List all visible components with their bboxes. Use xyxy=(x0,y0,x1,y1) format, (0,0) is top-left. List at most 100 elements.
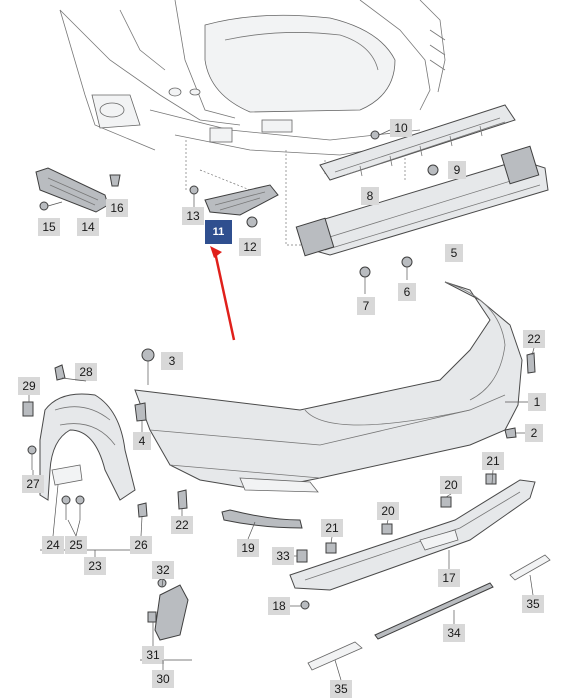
callout-label-25: 25 xyxy=(69,538,83,552)
part-7-bolt xyxy=(359,266,371,294)
part-24-liner-trim xyxy=(51,464,83,486)
callout-label-30: 30 xyxy=(156,672,170,686)
callout-label-9: 9 xyxy=(454,163,461,177)
part-25-screws xyxy=(61,495,85,520)
callout-box-29 xyxy=(18,377,40,395)
callout-box-1 xyxy=(528,393,546,411)
part-16-clip xyxy=(109,174,121,187)
part-17-lower-spoiler xyxy=(289,479,536,591)
callout-label-14: 14 xyxy=(81,220,95,234)
part-31-mudflap xyxy=(154,584,189,641)
highlight-part-11: 11 xyxy=(205,220,236,341)
part-13-screw xyxy=(189,185,199,208)
callout-box-31 xyxy=(142,646,164,664)
callout-label-24: 24 xyxy=(46,538,60,552)
callout-labels: 10 9 8 16 15 14 13 12 5 6 7 3 28 xyxy=(18,119,546,698)
callout-box-30 xyxy=(152,670,174,688)
part-9-nut xyxy=(427,164,439,176)
callout-box-17 xyxy=(438,569,460,587)
callout-box-23 xyxy=(84,557,106,575)
callout-box-21b xyxy=(321,519,343,537)
callout-label-35b: 35 xyxy=(334,682,348,696)
callout-label-22a: 22 xyxy=(527,332,541,346)
callout-box-22b xyxy=(171,516,193,534)
callout-label-13: 13 xyxy=(186,209,200,223)
part-33-clip xyxy=(296,549,308,563)
callout-label-2: 2 xyxy=(531,426,538,440)
callout-box-19 xyxy=(237,539,259,557)
callout-label-20a: 20 xyxy=(444,478,458,492)
callout-box-4 xyxy=(133,432,151,450)
callout-label-15: 15 xyxy=(42,220,56,234)
part-20-clip-b xyxy=(381,523,393,535)
callout-label-20b: 20 xyxy=(381,504,395,518)
part-35-trim-left xyxy=(307,641,363,671)
callout-label-18: 18 xyxy=(272,599,286,613)
callout-box-24 xyxy=(42,536,64,554)
callout-label-23: 23 xyxy=(88,559,102,573)
part-10-bolt xyxy=(370,129,391,140)
callout-box-20a xyxy=(440,476,462,494)
part-29-spreader-nut xyxy=(22,401,34,417)
callout-label-28: 28 xyxy=(79,365,93,379)
callout-box-35b xyxy=(330,680,352,698)
callout-label-32: 32 xyxy=(156,563,170,577)
callout-box-28 xyxy=(75,363,97,381)
part-12-nut xyxy=(246,216,258,228)
callout-box-12 xyxy=(239,238,261,256)
callout-label-17: 17 xyxy=(442,571,456,585)
callout-box-16 xyxy=(106,199,128,217)
callout-label-34: 34 xyxy=(447,626,461,640)
callout-label-27: 27 xyxy=(26,477,40,491)
callout-label-7: 7 xyxy=(363,299,370,313)
callout-box-33 xyxy=(272,547,294,565)
callout-label-19: 19 xyxy=(241,541,255,555)
part-4-bracket xyxy=(134,402,147,422)
callout-box-20b xyxy=(377,502,399,520)
part-1-bumper-cover xyxy=(134,281,523,493)
callout-box-26 xyxy=(130,536,152,554)
part-18-screw xyxy=(300,600,310,610)
callout-box-6 xyxy=(398,283,416,301)
part-22-bracket-left xyxy=(177,489,188,510)
part-27-screw xyxy=(27,445,37,470)
callout-box-3 xyxy=(161,352,183,370)
callout-label-10: 10 xyxy=(394,121,408,135)
callout-box-22a xyxy=(523,330,545,348)
callout-box-34 xyxy=(443,624,465,642)
highlight-arrowhead xyxy=(210,246,222,258)
part-5-bumper-reinforcement xyxy=(295,145,549,257)
part-21-clip-a xyxy=(485,473,497,485)
callout-box-7 xyxy=(357,297,375,315)
part-3-screw xyxy=(141,348,155,385)
part-19-trim-strip xyxy=(221,509,303,529)
callout-box-14 xyxy=(77,218,99,236)
part-2-clip xyxy=(504,427,517,439)
callout-box-9 xyxy=(448,161,466,179)
part-21-clip-b xyxy=(325,542,337,554)
callout-box-27 xyxy=(22,475,44,493)
callout-box-35a xyxy=(522,595,544,613)
callout-label-35a: 35 xyxy=(526,597,540,611)
callout-box-13 xyxy=(182,207,204,225)
callout-label-29: 29 xyxy=(22,379,36,393)
callout-label-33: 33 xyxy=(276,549,290,563)
part-28-clip xyxy=(54,364,66,381)
part-26-clip xyxy=(137,502,148,518)
callout-box-25 xyxy=(65,536,87,554)
callout-label-1: 1 xyxy=(534,395,541,409)
callout-box-15 xyxy=(38,218,60,236)
part-31-nut xyxy=(147,611,157,623)
part-24-wheel-housing-liner xyxy=(39,393,136,501)
part-35-trim-right xyxy=(509,554,551,581)
callout-label-22b: 22 xyxy=(175,518,189,532)
callout-label-11: 11 xyxy=(213,226,225,238)
leader-lines xyxy=(28,347,535,681)
part-20-clip-a xyxy=(440,496,452,508)
callout-label-21b: 21 xyxy=(325,521,339,535)
rear-body-structure xyxy=(59,0,446,156)
callout-box-32 xyxy=(152,561,174,579)
part-22-bracket-right xyxy=(526,352,536,374)
callout-label-4: 4 xyxy=(139,434,146,448)
callout-box-8 xyxy=(361,187,379,205)
